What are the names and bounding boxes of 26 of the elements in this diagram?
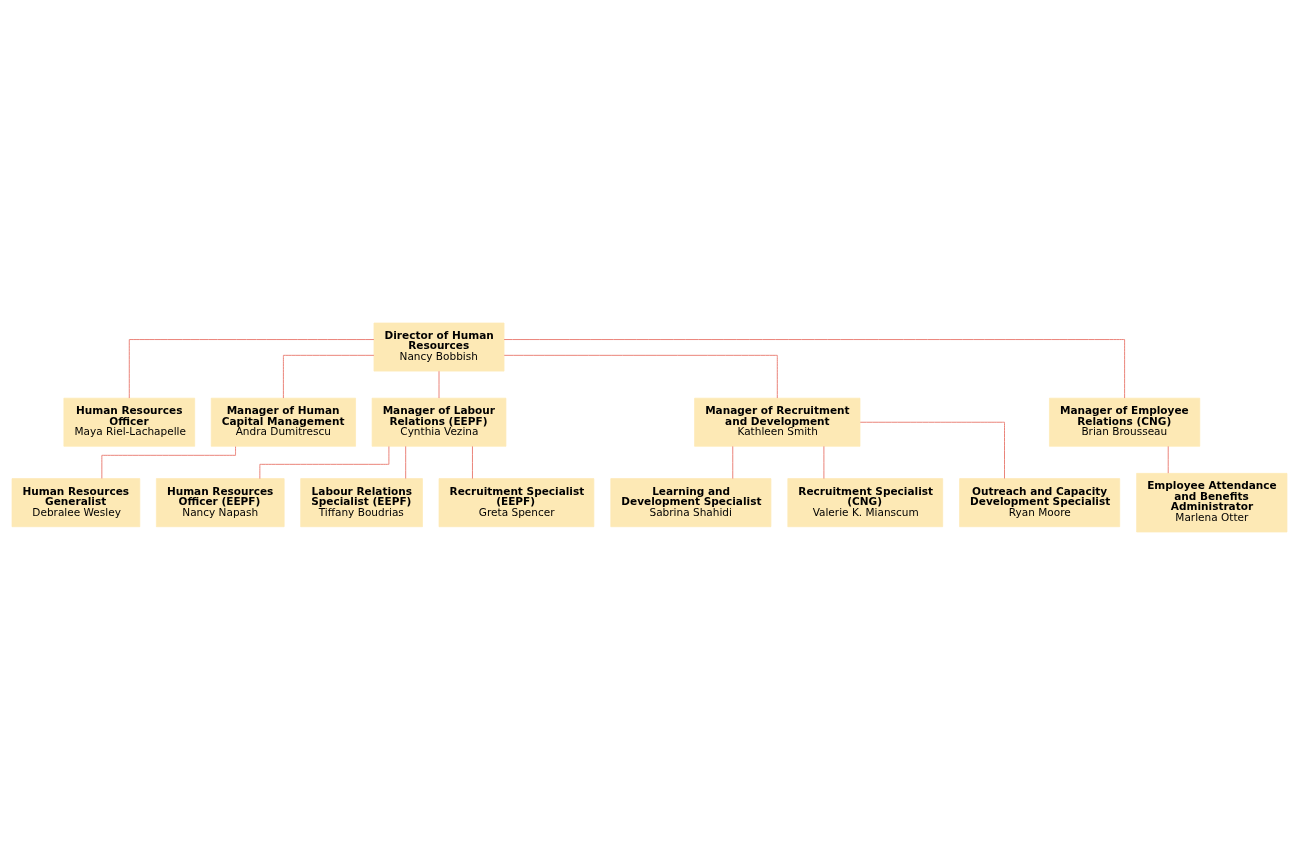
connector — [823, 445, 825, 479]
node-box: Outreach and Capacity Development Specialist Ryan Moore — [959, 478, 1121, 528]
connector — [438, 370, 440, 399]
connector — [503, 354, 778, 399]
node-box: Learning and Development Specialist Sabrina Shahidi — [610, 478, 772, 528]
node-box: Human Resources Officer (EEPF) Nancy Napash — [155, 478, 285, 528]
node-box: Labour Relations Specialist (EEPF) Tiffany Boudrias — [300, 478, 423, 528]
connector — [503, 339, 1126, 399]
connector — [405, 445, 407, 479]
connector — [128, 339, 375, 399]
node-box: Human Resources Generalist Debralee Wesley — [11, 478, 141, 528]
node-box: Employee Attendance and Benefits Administrator Marlena Otter — [1136, 473, 1288, 533]
connector — [1167, 445, 1169, 474]
node-box: Manager of Recruitment and Development Kathleen Smith — [694, 397, 861, 447]
node-box: Manager of Employee Relations (CNG) Brian Brousseau — [1049, 397, 1201, 447]
connector — [859, 421, 1005, 479]
node-box: Manager of Labour Relations (EEPF) Cynthia Vezina — [371, 397, 507, 447]
node-box: Recruitment Specialist (EEPF) Greta Spencer — [438, 478, 595, 528]
node-box: Manager of Human Capital Management Andra Dumitrescu — [210, 397, 356, 447]
node-box: Recruitment Specialist (CNG) Valerie K. Mianscum — [787, 478, 944, 528]
node-box: Director of Human Resources Nancy Bobbish — [373, 322, 505, 372]
connector — [282, 354, 375, 399]
node-box: Human Resources Officer Maya Riel-Lachapelle — [63, 397, 196, 447]
connector — [101, 446, 236, 479]
connector — [732, 445, 734, 479]
connector — [472, 445, 473, 479]
